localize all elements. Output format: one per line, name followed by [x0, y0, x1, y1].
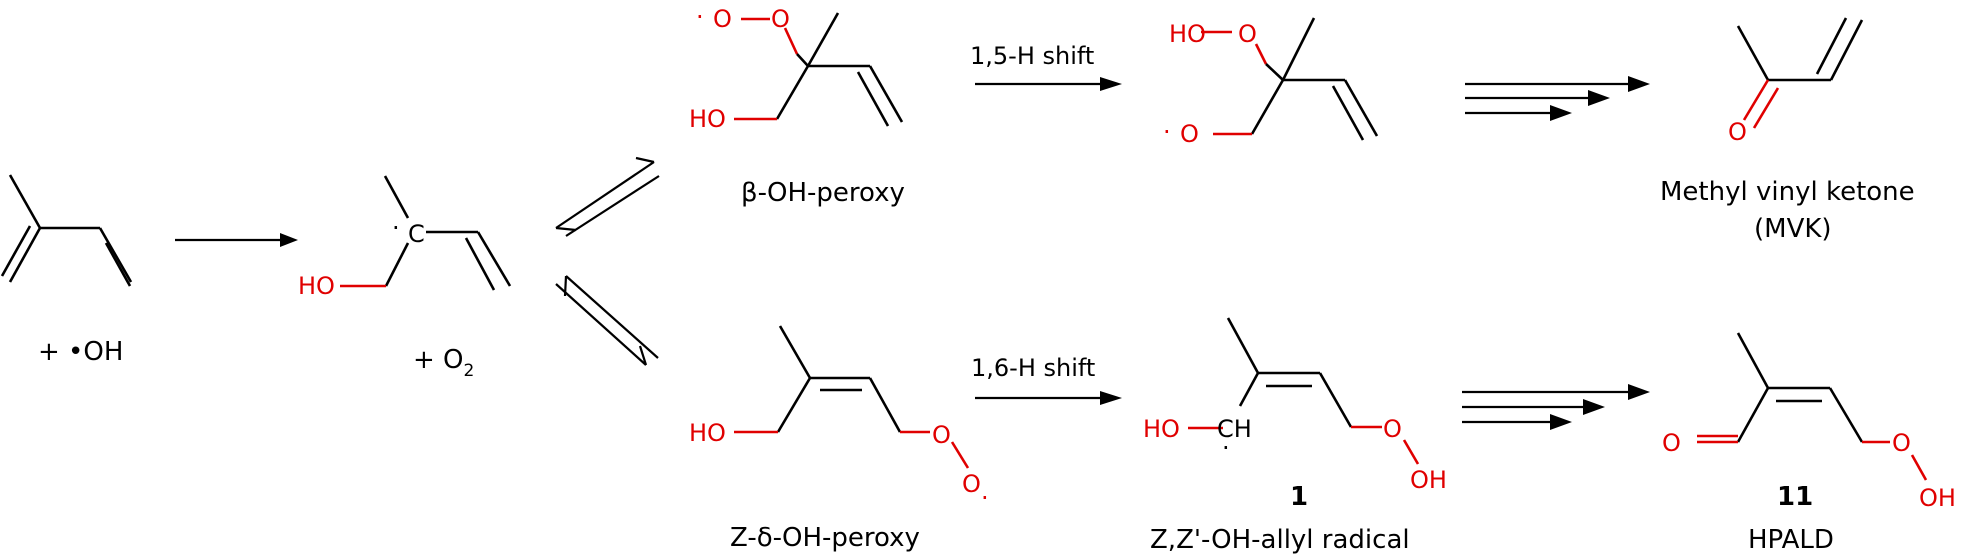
forward-arrow-15-shift [975, 77, 1122, 91]
alkoxy-oxygen: O [1180, 120, 1199, 148]
delta-peroxy-label: Z-δ-OH-peroxy [730, 523, 920, 553]
beta-peroxy-label: β-OH-peroxy [741, 178, 905, 208]
equilibrium-arrow-upper [555, 156, 660, 237]
isoprene-molecule [0, 174, 133, 287]
multistep-arrow-upper [1465, 76, 1650, 121]
hydroxyl-group: HO [298, 272, 335, 300]
hydroxyalkyl-radical-molecule [340, 175, 512, 291]
equilibrium-arrow-lower [555, 275, 659, 366]
hydroperoxy-group: OH [1919, 484, 1956, 512]
hydroperoxy-group: HO [1169, 20, 1206, 48]
carbonyl-oxygen: O [1728, 118, 1747, 146]
condition-16-h-shift: 1,6-H shift [971, 354, 1095, 382]
allyl-radical-label: Z,Z'-OH-allyl radical [1150, 525, 1410, 555]
hydroxyl-group: HO [689, 419, 726, 447]
mvk-abbreviation-label: (MVK) [1754, 214, 1832, 244]
methyl-vinyl-ketone-molecule [1736, 17, 1864, 129]
peroxy-oxygen-terminal: O [962, 470, 981, 498]
condition-15-h-shift: 1,5-H shift [970, 42, 1094, 70]
mvk-name-label: Methyl vinyl ketone [1660, 177, 1915, 207]
allyl-radical-molecule [1188, 317, 1420, 465]
peroxy-oxygen-inner: O [771, 5, 790, 33]
peroxy-oxygen-inner: O [932, 421, 951, 449]
peroxy-oxygen-terminal: O [713, 5, 732, 33]
hpald-label: HPALD [1748, 525, 1834, 555]
aldehyde-oxygen: O [1662, 429, 1681, 457]
hydroxyl-group: HO [689, 105, 726, 133]
hydroxyl-group: HO [1143, 415, 1180, 443]
radical-carbon: CH [1217, 415, 1252, 443]
hpald-compound-number: 11 [1777, 482, 1813, 512]
radical-dot: · [696, 3, 704, 31]
alkoxy-hydroperoxide-molecule [1201, 17, 1379, 141]
beta-hydroxy-peroxy-molecule [734, 12, 904, 127]
radical-carbon: C [408, 220, 425, 248]
z-delta-hydroxy-peroxy-molecule [734, 325, 970, 469]
allyl-compound-number: 1 [1290, 482, 1308, 512]
radical-dot: · [1163, 118, 1171, 146]
hydroperoxy-oxygen: O [1238, 20, 1257, 48]
oxygen-reagent: + O2 [413, 345, 474, 381]
radical-dot: · [392, 214, 400, 242]
hydroperoxy-oxygen: O [1892, 429, 1911, 457]
hydroxyl-reagent: + •OH [38, 337, 123, 367]
forward-arrow-16-shift [975, 391, 1122, 405]
hpald-molecule [1697, 332, 1928, 481]
radical-dot: · [981, 484, 989, 512]
multistep-arrow-lower [1462, 384, 1650, 430]
forward-arrow-addition [175, 233, 298, 247]
hydroperoxy-group: OH [1410, 466, 1447, 494]
hydroperoxy-oxygen: O [1383, 415, 1402, 443]
radical-dot: · [1222, 434, 1230, 462]
